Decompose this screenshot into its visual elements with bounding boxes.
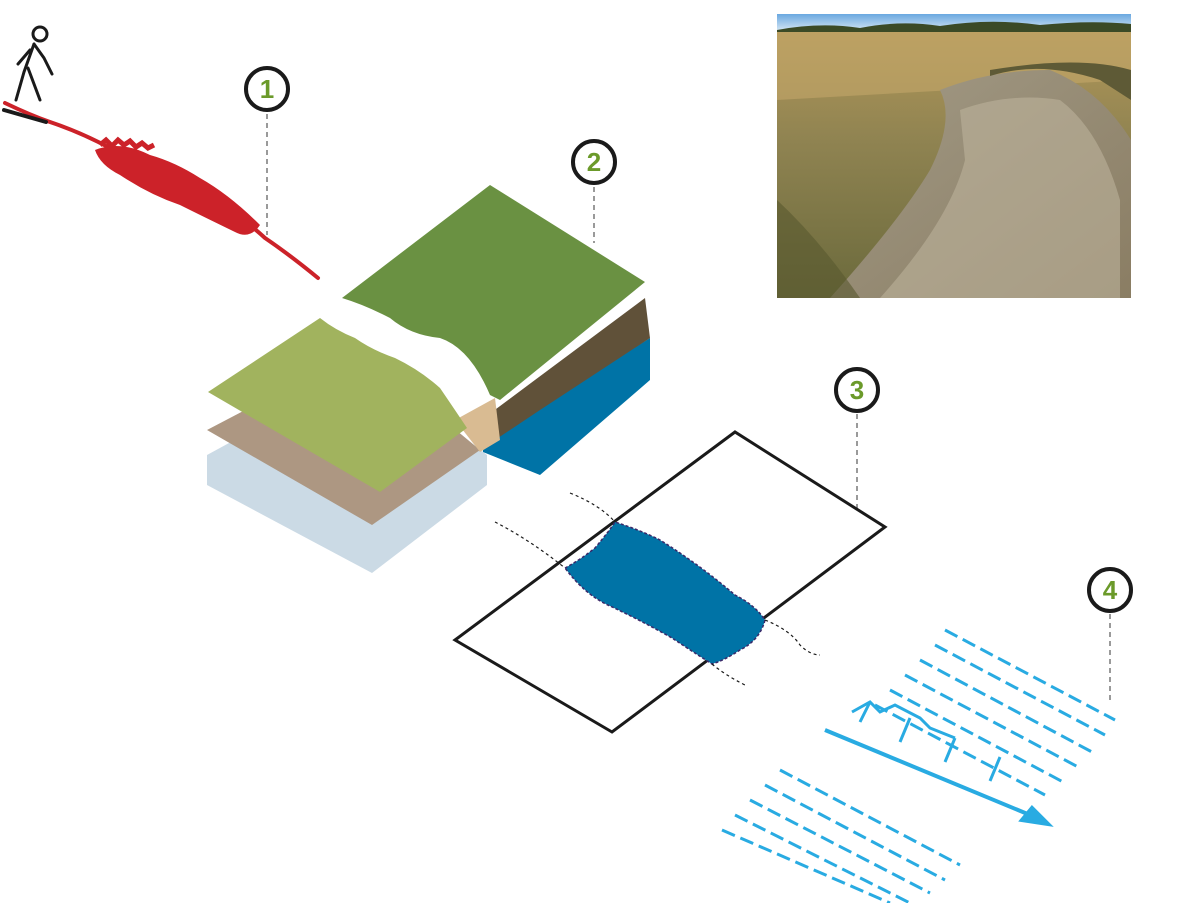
walking-person-icon: [2, 25, 54, 124]
trail-user-path: [3, 101, 320, 280]
callout-1: 1: [244, 66, 290, 112]
trail-footprint: [452, 430, 888, 734]
callout-2-label: 2: [587, 147, 601, 177]
trail-photo: [777, 14, 1131, 299]
callout-1-label: 1: [260, 74, 274, 104]
grass-dark-layer: [342, 185, 645, 400]
callout-3-label: 3: [850, 375, 864, 405]
soil-dark-layer: [492, 298, 650, 440]
callout-4-label: 4: [1103, 575, 1118, 605]
tread-surface: [563, 521, 766, 665]
exposed-soil: [455, 398, 500, 452]
drainage-lines: [721, 628, 1116, 905]
callout-4: 4: [1087, 567, 1133, 613]
soil-layers: [207, 185, 650, 573]
callout-2: 2: [571, 139, 617, 185]
water-block: [483, 338, 650, 475]
grass-light-layer: [208, 318, 467, 492]
callout-3: 3: [834, 367, 880, 413]
drainage-outlet-arrow: [824, 700, 1054, 827]
